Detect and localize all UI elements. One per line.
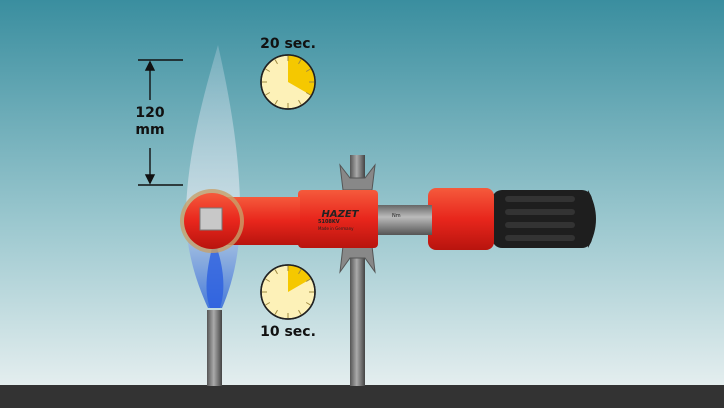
burner-tube: [207, 310, 222, 386]
timer-tick: [274, 99, 278, 105]
timer-tick: [305, 278, 311, 282]
dimension-line: [138, 59, 183, 186]
timer-face: [260, 264, 316, 320]
timer-tick: [274, 269, 278, 275]
torque-wrench: HAZET: [180, 188, 596, 253]
ground: [0, 385, 724, 408]
flame-core: [206, 240, 224, 308]
timer-top: [260, 54, 316, 110]
timer-tick: [265, 302, 271, 306]
timer-tick: [265, 68, 271, 72]
dimension-unit: mm: [135, 122, 165, 138]
wrench-scale: [376, 205, 432, 235]
timer-tick: [305, 68, 311, 72]
wrench-handle: [492, 190, 592, 248]
timer-tick: [265, 92, 271, 96]
wrench-scale-unit: Nm: [392, 213, 401, 219]
brand-logo: HAZET: [321, 209, 359, 220]
timer-tick: [274, 59, 278, 65]
timer-tick: [265, 278, 271, 282]
dimension-value: 120: [135, 105, 165, 121]
timer-bottom: [260, 264, 316, 320]
timer-face: [260, 54, 316, 110]
timer-tick: [298, 269, 302, 275]
dimension-label: 120 mm: [128, 105, 172, 139]
square-drive: [199, 207, 223, 231]
timer-top-label: 20 sec.: [260, 36, 316, 52]
timer-tick: [298, 99, 302, 105]
timer-tick: [274, 309, 278, 315]
wrench-model: 5108KV: [318, 219, 340, 225]
timer-bottom-label: 10 sec.: [260, 324, 316, 340]
wrench-body: [298, 190, 378, 248]
timer-tick: [298, 59, 302, 65]
timer-tick: [305, 92, 311, 96]
wrench-origin: Made in Germany: [318, 226, 354, 231]
wrench-grip: [428, 188, 494, 250]
timer-tick: [305, 302, 311, 306]
timer-tick: [298, 309, 302, 315]
